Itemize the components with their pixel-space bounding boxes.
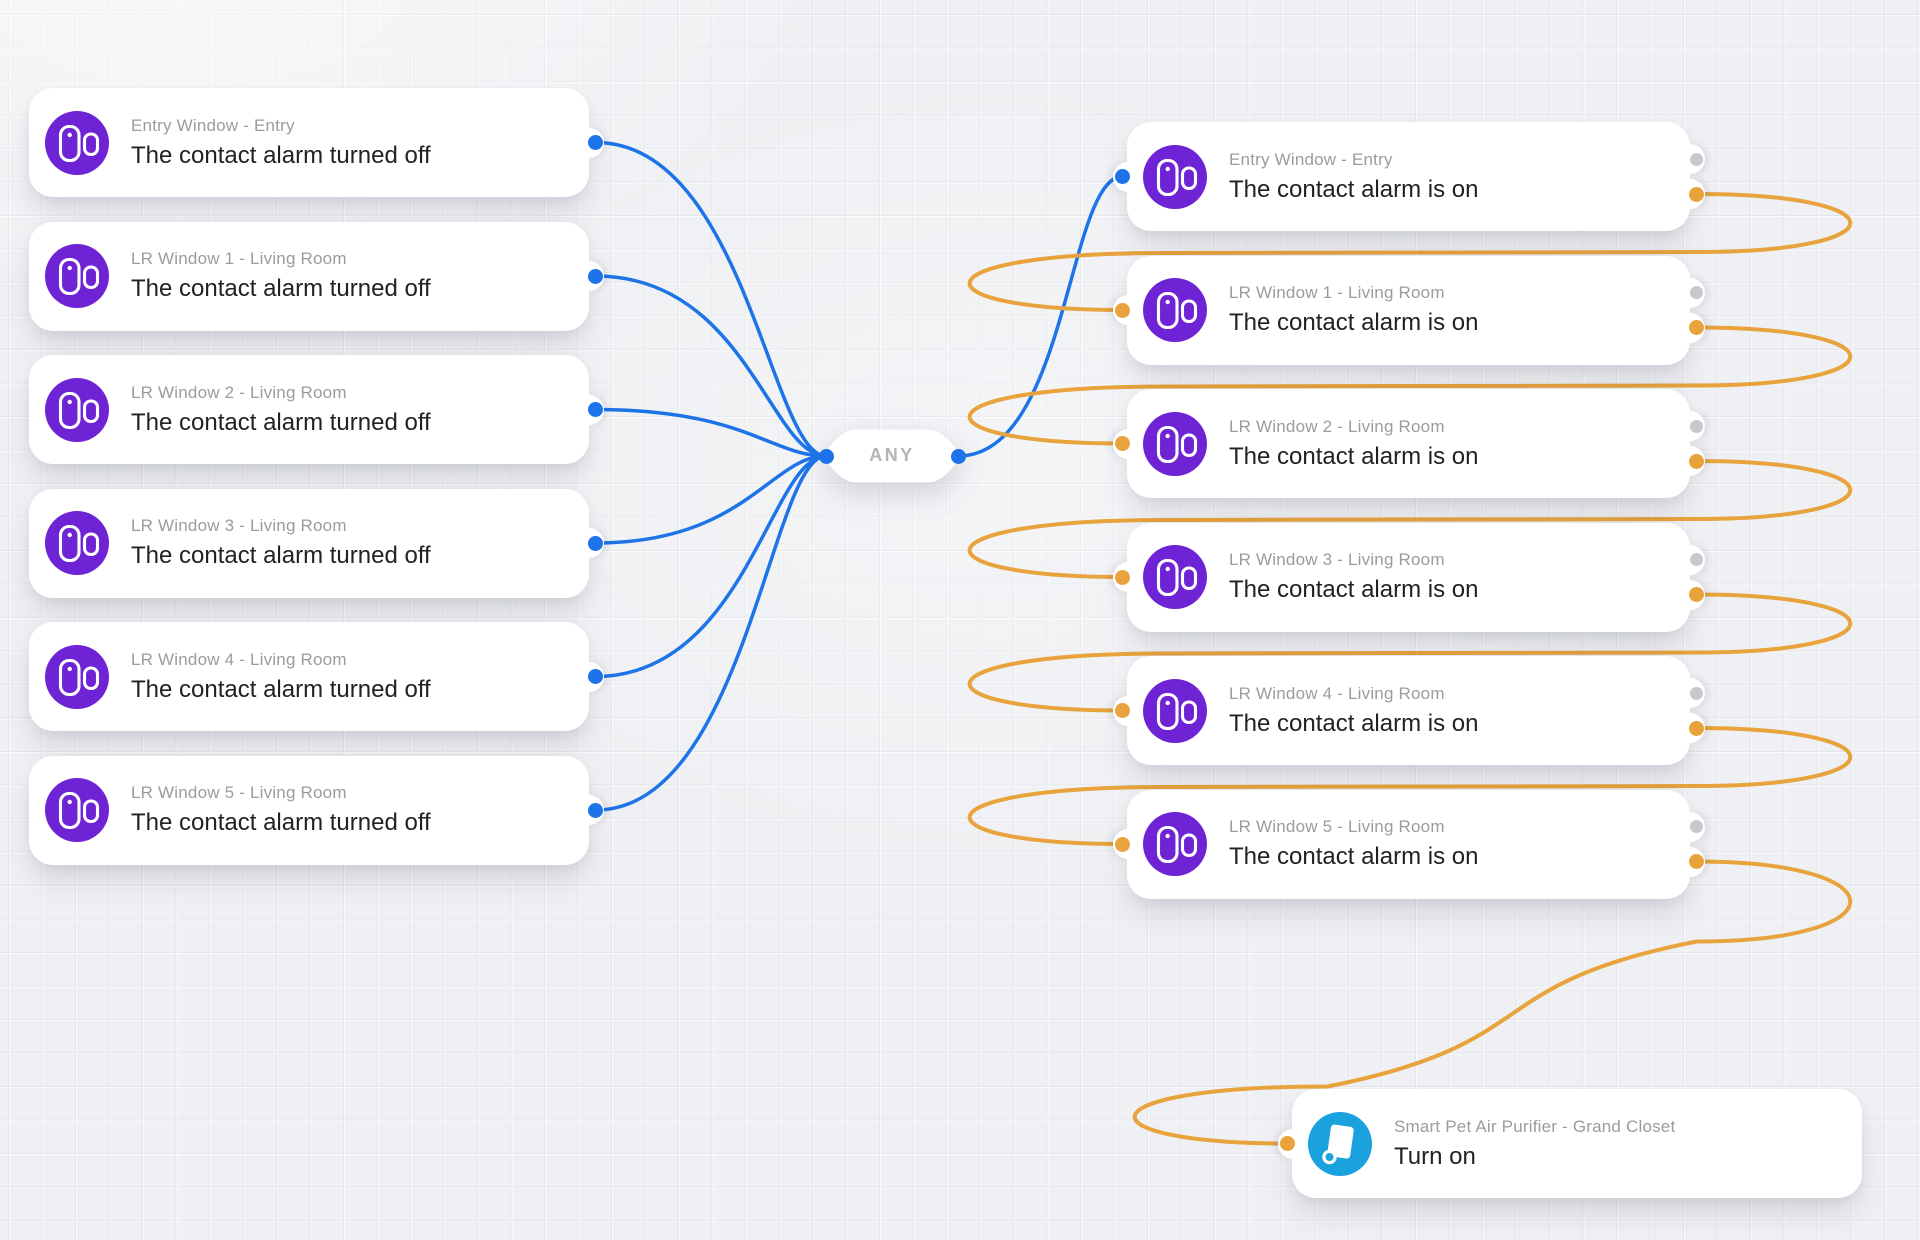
edge-L4-ANY [593,454,828,545]
contact-sensor-icon [45,644,109,709]
device-label: LR Window 1 - Living Room [1229,283,1445,302]
capability-status-text: The contact alarm turned off [131,542,431,569]
device-label: LR Window 3 - Living Room [131,516,347,535]
unused-output-port[interactable] [1690,419,1703,433]
edge-R2-R3 [967,325,1853,446]
edge-R3-R4 [967,459,1853,579]
any-gate-node[interactable]: ANY [818,427,966,485]
input-port[interactable] [1115,169,1130,184]
edge-L3-ANY [593,407,828,458]
capability-status-text: Turn on [1394,1142,1476,1170]
device-label: LR Window 4 - Living Room [131,649,347,669]
capability-status-text: The contact alarm is on [1229,309,1479,336]
capability-status-text: The contact alarm is on [1229,709,1479,737]
output-port[interactable] [588,402,603,417]
contact-sensor-icon [1143,545,1207,609]
edge-ANY-R1 [956,174,1125,458]
input-port[interactable] [1280,1136,1295,1151]
output-port[interactable] [1689,587,1704,602]
unused-output-port[interactable] [1690,286,1703,299]
device-label: LR Window 2 - Living Room [131,382,347,402]
edge-L6-ANY [593,454,828,812]
output-port[interactable] [588,802,603,818]
capability-status-text: The contact alarm is on [1229,175,1479,203]
device-label: LR Window 3 - Living Room [1229,550,1445,569]
output-port[interactable] [1689,720,1704,736]
device-label: LR Window 5 - Living Room [1229,817,1445,836]
device-label: LR Window 2 - Living Room [1229,416,1445,436]
unused-output-port[interactable] [1690,152,1703,166]
output-port[interactable] [1689,186,1704,202]
contact-sensor-icon [45,377,109,442]
output-port[interactable] [588,135,603,150]
contact-sensor-icon [1143,278,1207,342]
input-port[interactable] [818,448,834,464]
capability-status-text: The contact alarm is on [1229,442,1479,470]
device-label: LR Window 1 - Living Room [131,249,347,268]
edge-L5-ANY [593,454,828,679]
capability-status-text: The contact alarm turned off [131,141,431,169]
edge-L1-ANY [593,140,828,458]
edge-L2-ANY [593,274,828,458]
capability-status-text: The contact alarm turned off [131,275,431,302]
contact-sensor-icon [1143,144,1207,209]
any-gate-shape [824,429,960,483]
unused-output-port[interactable] [1690,553,1703,566]
unused-output-port[interactable] [1690,686,1703,700]
capability-status-text: The contact alarm is on [1229,843,1479,870]
output-port[interactable] [950,448,966,464]
output-port[interactable] [1689,854,1704,869]
capability-status-text: The contact alarm turned off [131,809,431,836]
output-port[interactable] [588,268,603,284]
contact-sensor-icon [1143,812,1207,876]
device-label: Entry Window - Entry [131,115,295,135]
any-gate-label: ANY [869,445,915,465]
air-purifier-icon [1308,1111,1372,1176]
edge-R1-R2 [967,192,1853,312]
device-label: LR Window 4 - Living Room [1229,683,1445,703]
edge-R5-R6 [967,726,1853,846]
output-port[interactable] [1689,320,1704,335]
output-port[interactable] [588,535,603,551]
contact-sensor-icon [45,778,109,842]
input-port[interactable] [1115,302,1130,318]
device-label: Entry Window - Entry [1229,149,1393,169]
capability-status-text: The contact alarm is on [1229,576,1479,603]
capability-status-text: The contact alarm turned off [131,675,431,703]
input-port[interactable] [1115,436,1130,451]
contact-sensor-icon [45,110,109,175]
output-port[interactable] [1689,453,1704,469]
edge-R6-A1 [1132,859,1852,1146]
contact-sensor-icon [45,511,109,575]
unused-output-port[interactable] [1690,820,1703,833]
output-port[interactable] [588,669,603,684]
input-port[interactable] [1115,569,1130,585]
input-port[interactable] [1115,836,1130,852]
device-label: Smart Pet Air Purifier - Grand Closet [1394,1116,1676,1136]
contact-sensor-icon [45,244,109,308]
input-port[interactable] [1115,703,1130,718]
capability-status-text: The contact alarm turned off [131,408,431,436]
device-label: LR Window 5 - Living Room [131,783,347,802]
contact-sensor-icon [1143,411,1207,476]
edge-R4-R5 [967,592,1853,713]
contact-sensor-icon [1143,678,1207,743]
